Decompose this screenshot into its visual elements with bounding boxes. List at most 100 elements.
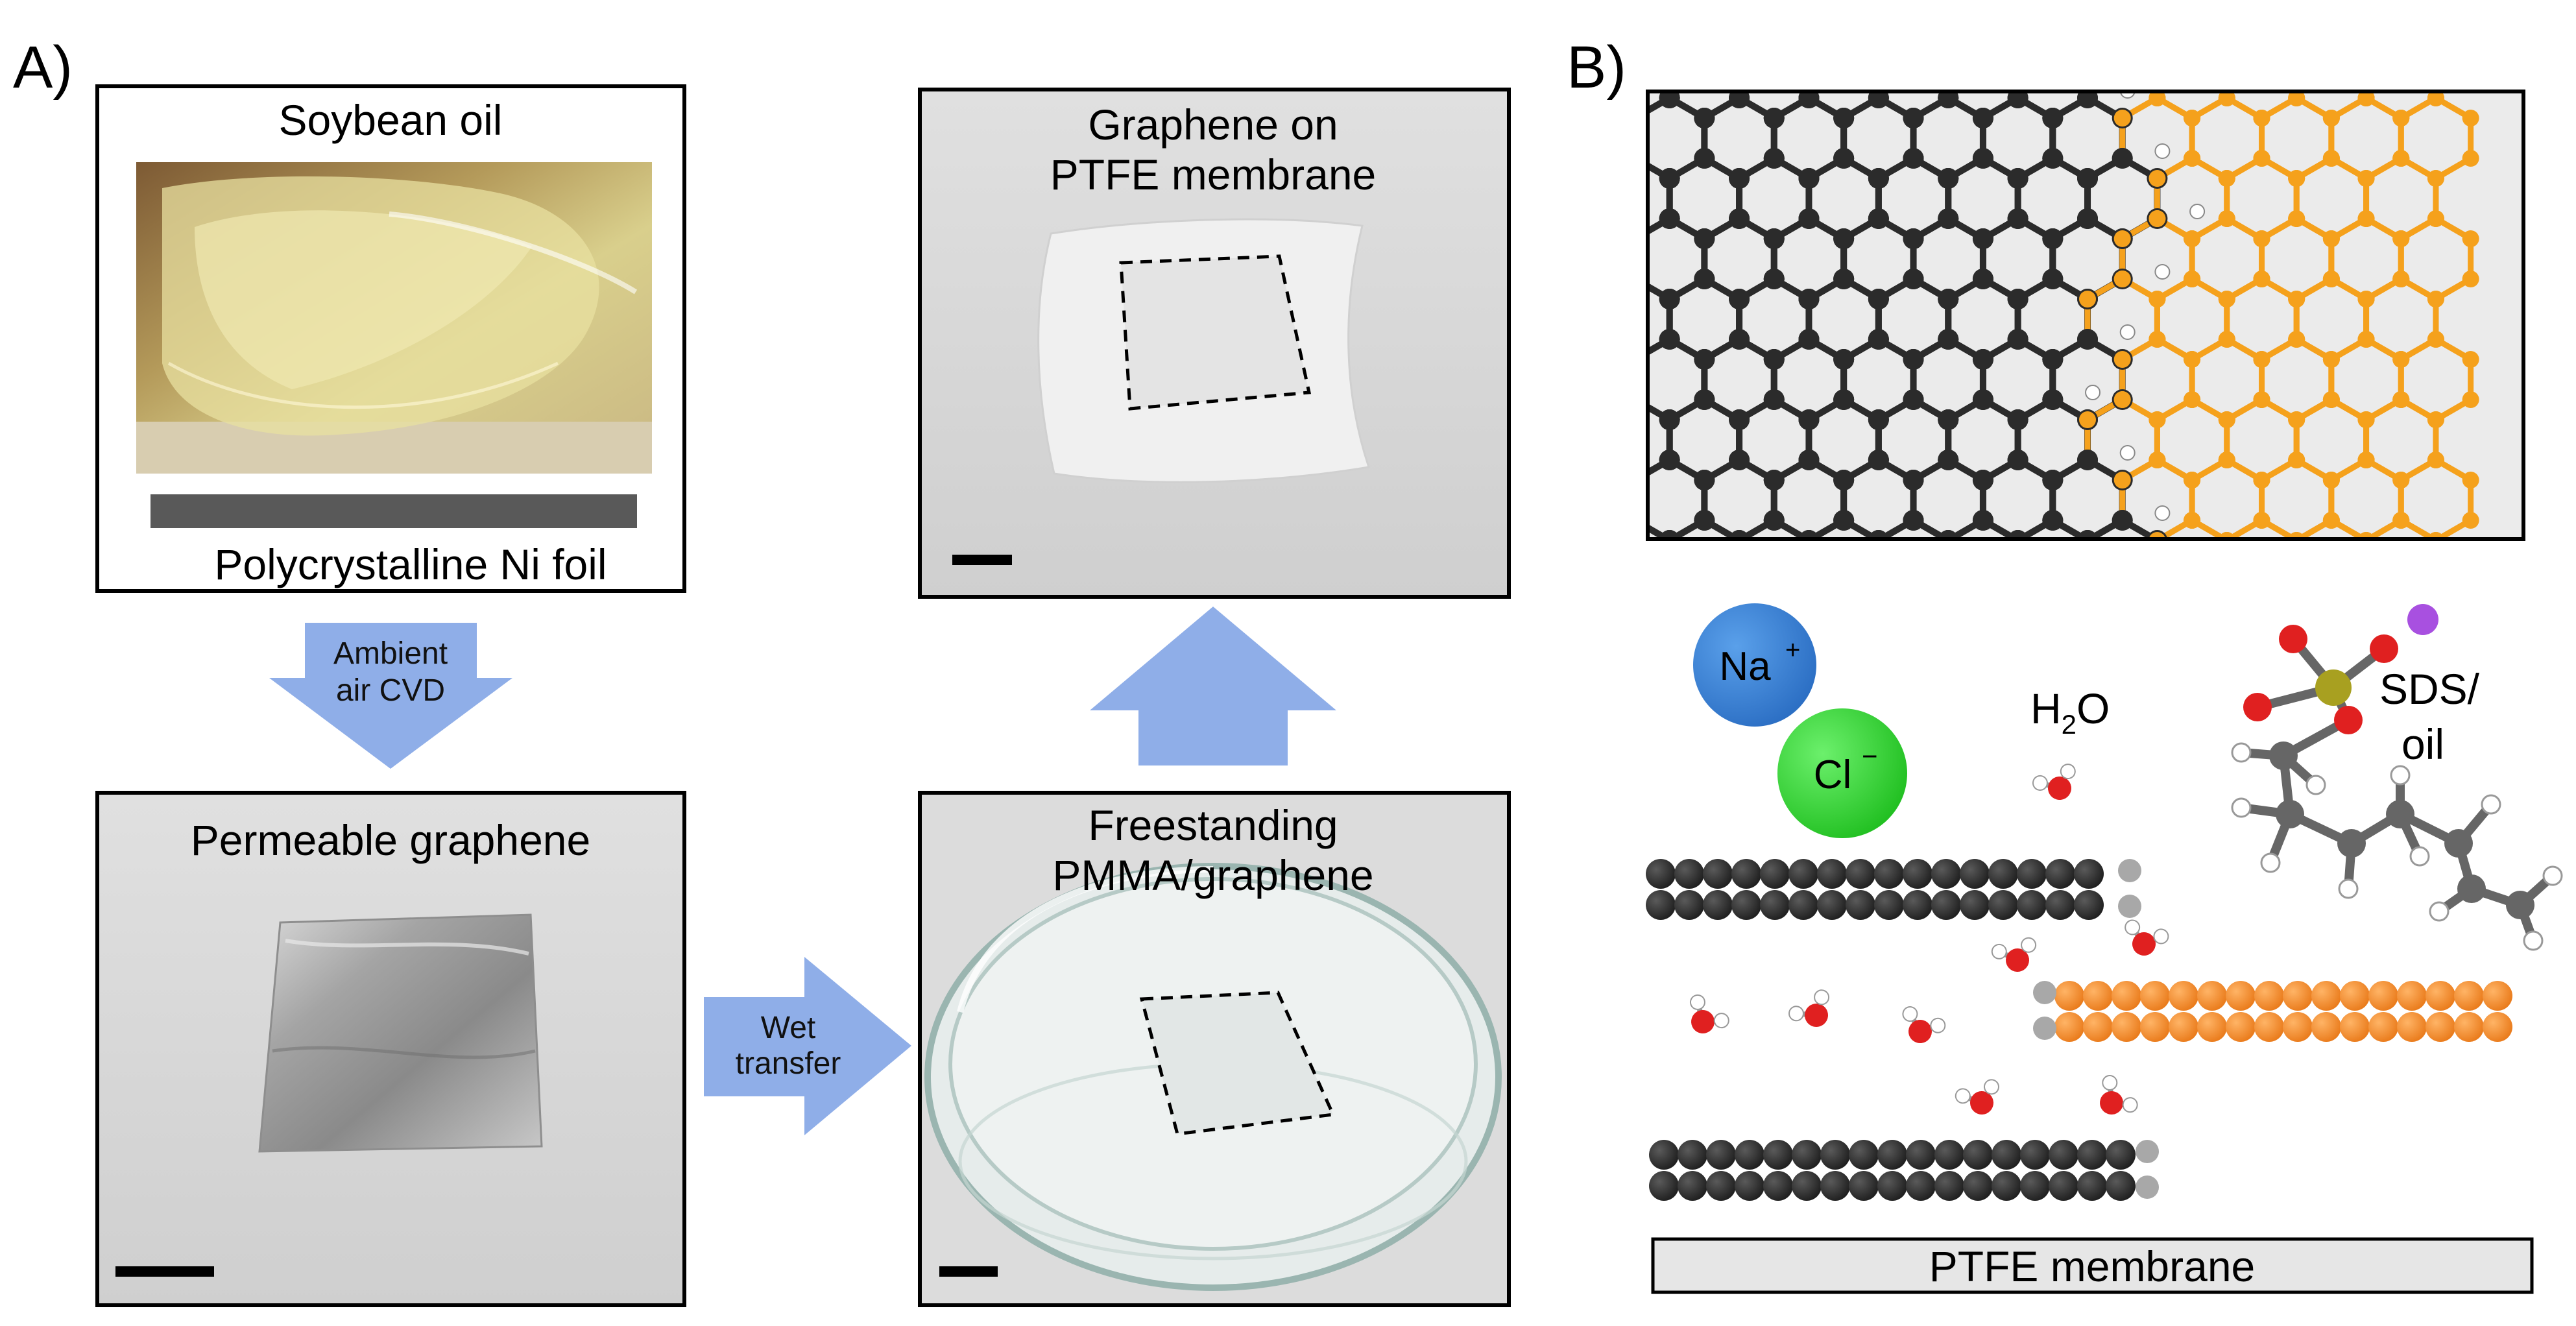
lattice-bond [1530, 581, 1565, 601]
layer-atom [2112, 1012, 2141, 1042]
lattice-bond [1774, 38, 1809, 58]
lattice-atom [2149, 91, 2166, 106]
lattice-atom [1798, 409, 1820, 430]
lattice-atom [2219, 572, 2235, 589]
lattice-atom [2322, 391, 2340, 408]
lattice-atom [2042, 510, 2064, 531]
lattice-atom [1833, 269, 1855, 289]
lattice-bond [2227, 581, 2262, 601]
lattice-bond [1600, 520, 1635, 540]
up-arrow [1090, 607, 1336, 765]
lattice-atom [2112, 148, 2133, 169]
lattice-bond [1600, 460, 1635, 480]
lattice-atom [2042, 470, 2064, 490]
layer-atom [1960, 859, 1990, 889]
layer-atom [1788, 859, 1818, 889]
lattice-atom [2427, 452, 2444, 468]
lattice-atom [2184, 271, 2201, 287]
water-molecule [2125, 919, 2169, 956]
lattice-atom [2323, 29, 2340, 46]
lattice-atom [2007, 91, 2028, 108]
hydrogen-atom [1902, 1006, 1918, 1022]
lattice-atom [2184, 150, 2201, 167]
lattice-atom [1868, 91, 1889, 108]
lattice-atom [1659, 168, 1680, 189]
lattice-atom [2288, 49, 2305, 66]
lattice-bond [2052, 38, 2088, 58]
lattice-atom [2253, 633, 2270, 649]
lattice-atom [2462, 110, 2479, 127]
lattice-bond [1565, 158, 1600, 178]
lattice-bond [1914, 581, 1949, 601]
lattice-atom [2322, 512, 2340, 529]
lattice-atom [2392, 351, 2410, 368]
lattice-atom [1624, 27, 1645, 48]
lattice-bond [1670, 581, 1705, 601]
lattice-bond [2088, 641, 2123, 661]
lattice-atom [1798, 570, 1819, 591]
layer-atom [2283, 981, 2313, 1011]
water-molecule [1991, 937, 2037, 972]
water-h: H [2030, 684, 2062, 732]
layer-atom [1846, 890, 1875, 920]
lattice-atom [1763, 389, 1785, 410]
edge-atom [2118, 859, 2141, 882]
layer-atom [1906, 1140, 1936, 1170]
lattice-bond [1600, 98, 1635, 118]
lattice-bond [2052, 641, 2088, 661]
hydrogen-atom [1991, 943, 2007, 959]
water-molecule [1788, 989, 1830, 1027]
lattice-atom [2392, 472, 2410, 488]
lattice-atom [2042, 590, 2063, 611]
water-molecule [2100, 1075, 2138, 1115]
ni-foil-label: Polycrystalline Ni foil [214, 540, 607, 588]
lattice-atom [1624, 108, 1645, 128]
lattice-atom [1624, 228, 1645, 249]
lattice-atom [2113, 351, 2131, 368]
lattice-bond [1530, 279, 1565, 299]
lattice-bond [2088, 38, 2123, 58]
lattice-atom [1624, 269, 1645, 289]
layer-atom [1731, 890, 1761, 920]
lattice-atom [2112, 510, 2133, 531]
lattice-atom [2042, 389, 2064, 410]
lattice-bond [2296, 581, 2331, 601]
lattice-atom [2042, 27, 2063, 48]
lattice-atom [2113, 271, 2131, 287]
hydrogen-atom [1713, 1013, 1729, 1029]
lattice-atom [2077, 570, 2098, 591]
lattice-atom [2042, 590, 2063, 611]
lattice-bond [1530, 98, 1565, 118]
lattice-bond [2018, 581, 2053, 601]
lattice-atom [1798, 47, 1819, 68]
lattice-bond [1565, 158, 1600, 178]
lattice-atom [1555, 590, 1576, 611]
lattice-bond [2088, 581, 2123, 601]
layer-atom [2340, 1012, 2370, 1042]
lattice-atom [1764, 27, 1785, 48]
lattice-bond [1565, 400, 1600, 420]
lattice-atom [2079, 411, 2097, 428]
edge-atom [2033, 1017, 2056, 1040]
layer-atom [1674, 859, 1704, 889]
layer-atom [2020, 1140, 2050, 1170]
lattice-atom [2007, 289, 2028, 309]
layer-atom [2077, 1140, 2107, 1170]
lattice-atom [1555, 228, 1576, 249]
lattice-bond [1983, 581, 2018, 601]
layer-atom [1820, 1140, 1850, 1170]
lattice-atom [1972, 148, 1993, 169]
lattice-atom [1624, 228, 1645, 249]
sds-label-line1: SDS/ [2379, 665, 2480, 713]
lattice-atom [1903, 27, 1924, 48]
lattice-atom [1833, 590, 1854, 611]
lattice-bond [1774, 581, 1809, 601]
lattice-atom [2042, 631, 2063, 651]
lattice-bond [1565, 400, 1600, 420]
lattice-atom [1624, 389, 1645, 410]
lattice-bond [2157, 38, 2192, 58]
layer-atom [1735, 1171, 1764, 1201]
lattice-atom [1555, 389, 1576, 410]
layer-atom [2197, 981, 2227, 1011]
soybean-oil-title: Soybean oil [279, 96, 503, 144]
